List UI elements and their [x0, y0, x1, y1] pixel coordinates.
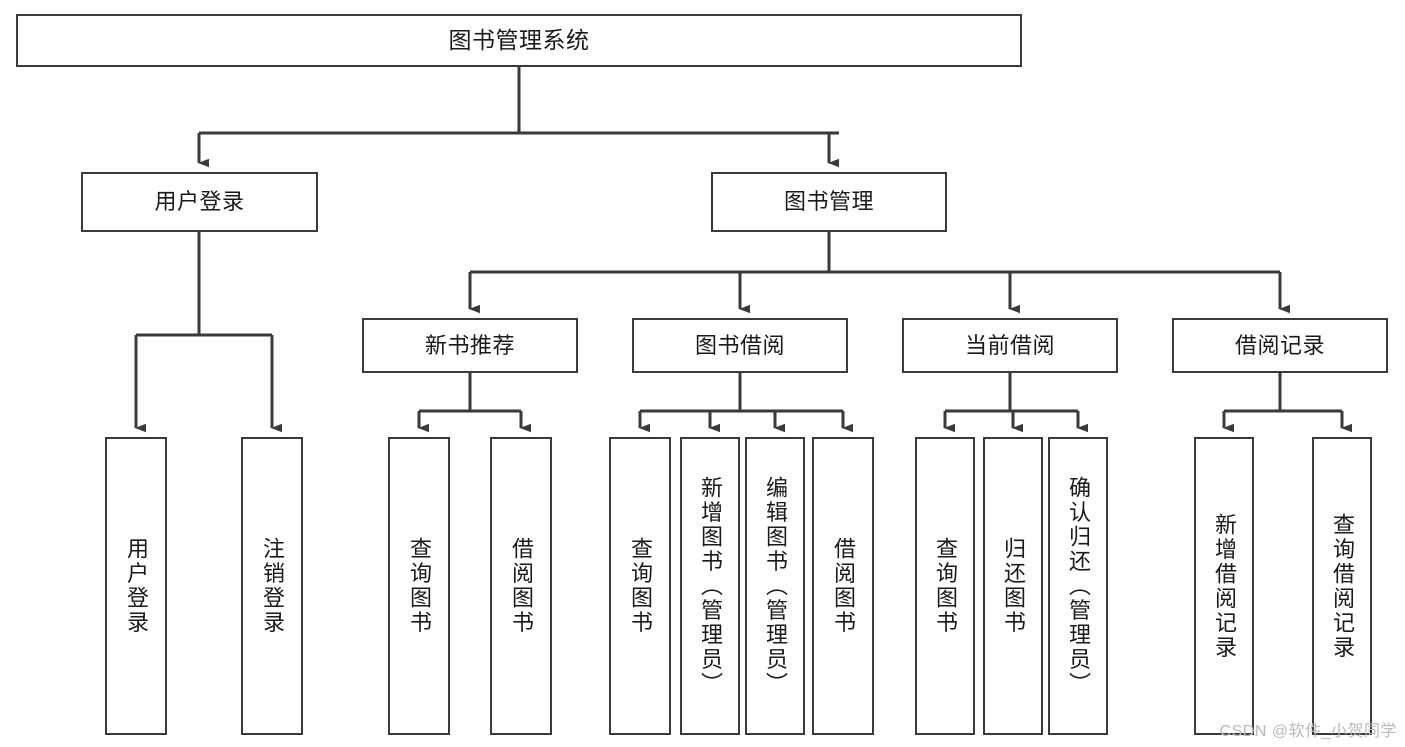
node-label: 用户登录	[124, 537, 149, 635]
leaf-query-book-borrow[interactable]: 查询图书	[609, 437, 671, 735]
node-root-book-management-system[interactable]: 图书管理系统	[16, 14, 1022, 67]
node-label: 查询图书	[407, 537, 432, 635]
leaf-return-book[interactable]: 归还图书	[983, 437, 1043, 735]
node-label: 图书管理系统	[448, 26, 590, 53]
leaf-query-book-recommend[interactable]: 查询图书	[388, 437, 450, 735]
node-label: 查询图书	[933, 537, 958, 635]
leaf-edit-book-admin[interactable]: 编辑图书（管理员）	[745, 437, 805, 735]
leaf-add-book-admin[interactable]: 新增图书（管理员）	[680, 437, 740, 735]
node-label: 新书推荐	[424, 332, 515, 358]
node-label: 查询图书	[628, 537, 653, 635]
leaf-borrow-book[interactable]: 借阅图书	[812, 437, 874, 735]
node-label: 图书管理	[783, 189, 874, 215]
node-label: 当前借阅	[964, 332, 1055, 358]
node-label: 查询借阅记录	[1330, 512, 1355, 660]
node-label: 借阅记录	[1234, 332, 1325, 358]
leaf-query-book-current[interactable]: 查询图书	[915, 437, 975, 735]
node-new-book-recommend[interactable]: 新书推荐	[362, 318, 578, 373]
node-label: 用户登录	[154, 189, 245, 215]
node-label: 注销登录	[260, 537, 285, 635]
node-book-management[interactable]: 图书管理	[711, 172, 947, 232]
node-label: 归还图书	[1001, 537, 1026, 635]
leaf-borrow-book-recommend[interactable]: 借阅图书	[490, 437, 552, 735]
leaf-confirm-return-admin[interactable]: 确认归还（管理员）	[1048, 437, 1108, 735]
node-book-borrow[interactable]: 图书借阅	[632, 318, 848, 373]
node-label: 借阅图书	[831, 537, 856, 635]
leaf-logout[interactable]: 注销登录	[241, 437, 303, 735]
node-borrow-record[interactable]: 借阅记录	[1172, 318, 1388, 373]
node-label: 确认归还（管理员）	[1066, 475, 1091, 697]
node-label: 图书借阅	[694, 332, 785, 358]
node-label: 借阅图书	[509, 537, 534, 635]
node-user-login[interactable]: 用户登录	[81, 172, 318, 232]
leaf-query-borrow-record[interactable]: 查询借阅记录	[1312, 437, 1372, 735]
csdn-watermark: CSDN @软件_小贺同学	[1219, 723, 1397, 740]
node-current-borrow[interactable]: 当前借阅	[902, 318, 1118, 373]
node-label: 新增借阅记录	[1212, 512, 1237, 660]
node-label: 编辑图书（管理员）	[763, 475, 788, 697]
leaf-add-borrow-record[interactable]: 新增借阅记录	[1194, 437, 1254, 735]
node-label: 新增图书（管理员）	[698, 475, 723, 697]
leaf-user-login[interactable]: 用户登录	[105, 437, 167, 735]
